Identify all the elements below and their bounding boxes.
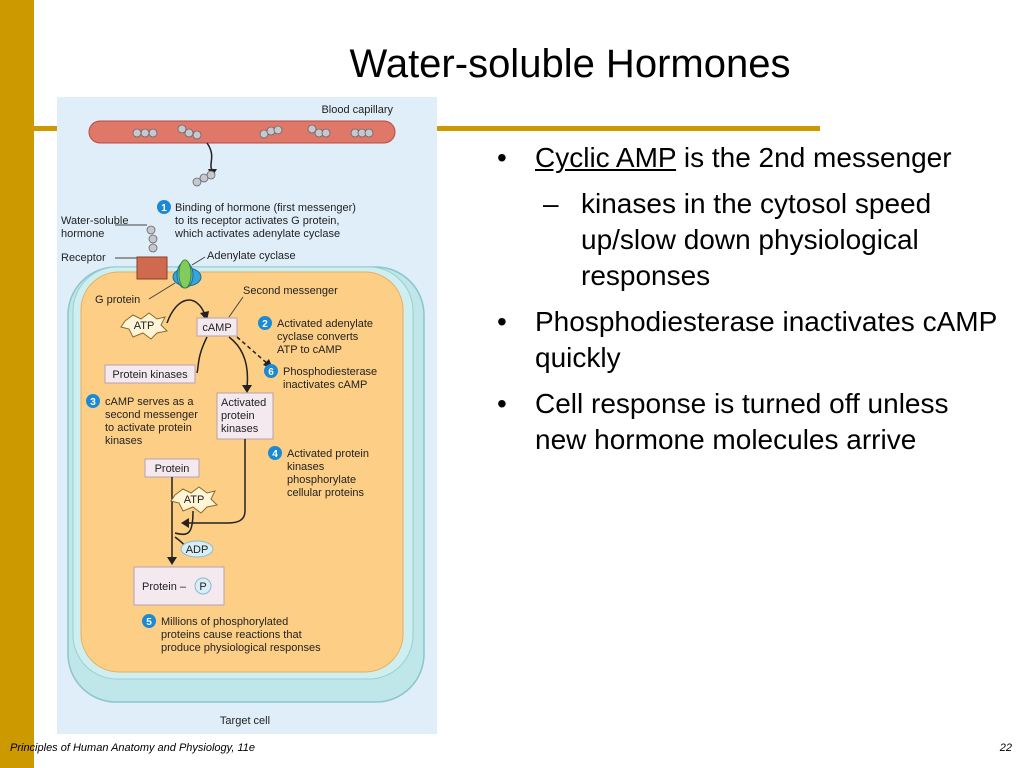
activated-kinases-box [216,392,274,440]
label-adp: ADP [186,544,209,556]
arrow-atp [174,510,194,536]
arrow-head [167,557,177,565]
label-activated-1: Activated [221,397,266,409]
bullet-3-text: Cell response is turned off unless new h… [535,388,949,455]
arrow-head [181,518,189,528]
step-4-text-3: phosphorylate [287,474,356,486]
arrow-kinases-activation [228,336,249,388]
step-2-text-2: cyclase converts [277,331,359,343]
label-protein-kinases: Protein kinases [112,369,188,381]
bullet-marker: • [497,388,507,419]
step-5-marker [142,614,156,628]
bullet-item: • Cell response is turned off unless new… [497,386,997,458]
sub-bullet-text: kinases in the cytosol speed up/slow dow… [581,188,932,291]
step-1-marker [157,200,171,214]
step-6-text-2: inactivates cAMP [283,379,367,391]
label-protein-p: Protein – [142,581,187,593]
adenylate-cyclase [178,259,192,289]
step-5-number: 5 [146,617,152,628]
label-hormone: hormone [61,228,104,240]
protein-kinases-box [104,364,196,384]
step-1-number: 1 [161,203,167,214]
label-second-messenger: Second messenger [243,285,338,297]
label-activated-3: kinases [221,423,259,435]
step-4-text-4: cellular proteins [287,487,365,499]
bullet-marker: • [497,306,507,337]
hormone-diagram-svg: Blood capillary 1 Binding of hormone (fi… [61,104,425,727]
step-4-marker [268,446,282,460]
step-6-text-1: Phosphodiesterase [283,366,377,378]
bullet-item: • Phosphodiesterase inactivates cAMP qui… [497,304,997,376]
slide-title: Water-soluble Hormones [349,42,791,86]
sub-bullet-marker: – [543,188,559,219]
label-receptor: Receptor [61,252,106,264]
step-2-text-3: ATP to cAMP [277,344,342,356]
label-phosphate: P [199,581,206,593]
step-3-text-2: second messenger [105,409,198,421]
left-accent-bar [0,0,34,768]
step-3-text-4: kinases [105,435,143,447]
label-activated-2: protein [221,410,255,422]
leader-adenylate-cyclase [191,256,206,266]
step-2-marker [258,316,272,330]
step-3-marker [86,394,100,408]
label-water-soluble: Water-soluble [61,215,128,227]
adp-ellipse [180,540,214,558]
step-5-text-2: proteins cause reactions that [161,629,302,641]
step-5-text-1: Millions of phosphorylated [161,616,288,628]
leader-g-protein [148,282,176,300]
label-blood-capillary: Blood capillary [321,104,393,116]
step-4-number: 4 [272,449,278,460]
label-g-protein: G protein [95,294,140,306]
label-protein: Protein [155,463,190,475]
step-2-text-1: Activated adenylate [277,318,373,330]
bullet-1-text: is the 2nd messenger [676,142,952,173]
phosphate-circle [194,577,212,595]
arrow-atp-to-camp [166,299,206,324]
label-adenylate-cyclase: Adenylate cyclase [207,250,296,262]
label-target-cell: Target cell [220,715,270,727]
step-5-text-3: produce physiological responses [161,642,321,654]
arrow-head [242,385,252,393]
atp-burst-1 [120,312,169,340]
leader-second-messenger [228,296,244,318]
atp-burst-2 [170,486,219,514]
receptor [136,256,168,280]
step-3-text-1: cAMP serves as a [105,396,194,408]
step-1-text-1: Binding of hormone (first messenger) [175,202,356,214]
camp-box [196,317,238,337]
step-3-text-3: to activate protein [105,422,192,434]
step-4-text-2: kinases [287,461,325,473]
hormone-bound [146,225,158,253]
sub-bullet-item: – kinases in the cytosol speed up/slow d… [497,186,997,294]
hormone-free [192,170,216,187]
arrow-kinase-to-protein [187,439,246,524]
step-4-text-1: Activated protein [287,448,369,460]
step-2-number: 2 [262,319,268,330]
label-atp-1: ATP [134,320,155,332]
page-number: 22 [999,742,1012,754]
hormone-diagram: Blood capillary 1 Binding of hormone (fi… [57,97,437,734]
step-1-text-2: to its receptor activates G protein, [175,215,339,227]
arrow-camp-to-phosphodiesterase [236,336,270,366]
bullet-item: • Cyclic AMP is the 2nd messenger [497,140,997,176]
footer-source: Principles of Human Anatomy and Physiolo… [10,742,255,754]
bullet-1-underlined: Cyclic AMP [535,142,677,173]
step-6-number: 6 [268,367,274,378]
hormone-molecules-in-capillary [132,124,374,140]
arrow-camp-to-kinases [196,336,208,374]
label-camp: cAMP [202,322,231,334]
label-atp-2: ATP [184,494,205,506]
bullet-2-text: Phosphodiesterase inactivates cAMP quick… [535,306,997,373]
step-1-text-3: which activates adenylate cyclase [174,228,340,240]
step-6-marker [264,364,278,378]
step-3-number: 3 [90,397,96,408]
blood-capillary [88,120,396,144]
bullet-marker: • [497,142,507,173]
arrow-hormone-release [206,142,214,172]
bullet-list: • Cyclic AMP is the 2nd messenger – kina… [497,140,997,468]
